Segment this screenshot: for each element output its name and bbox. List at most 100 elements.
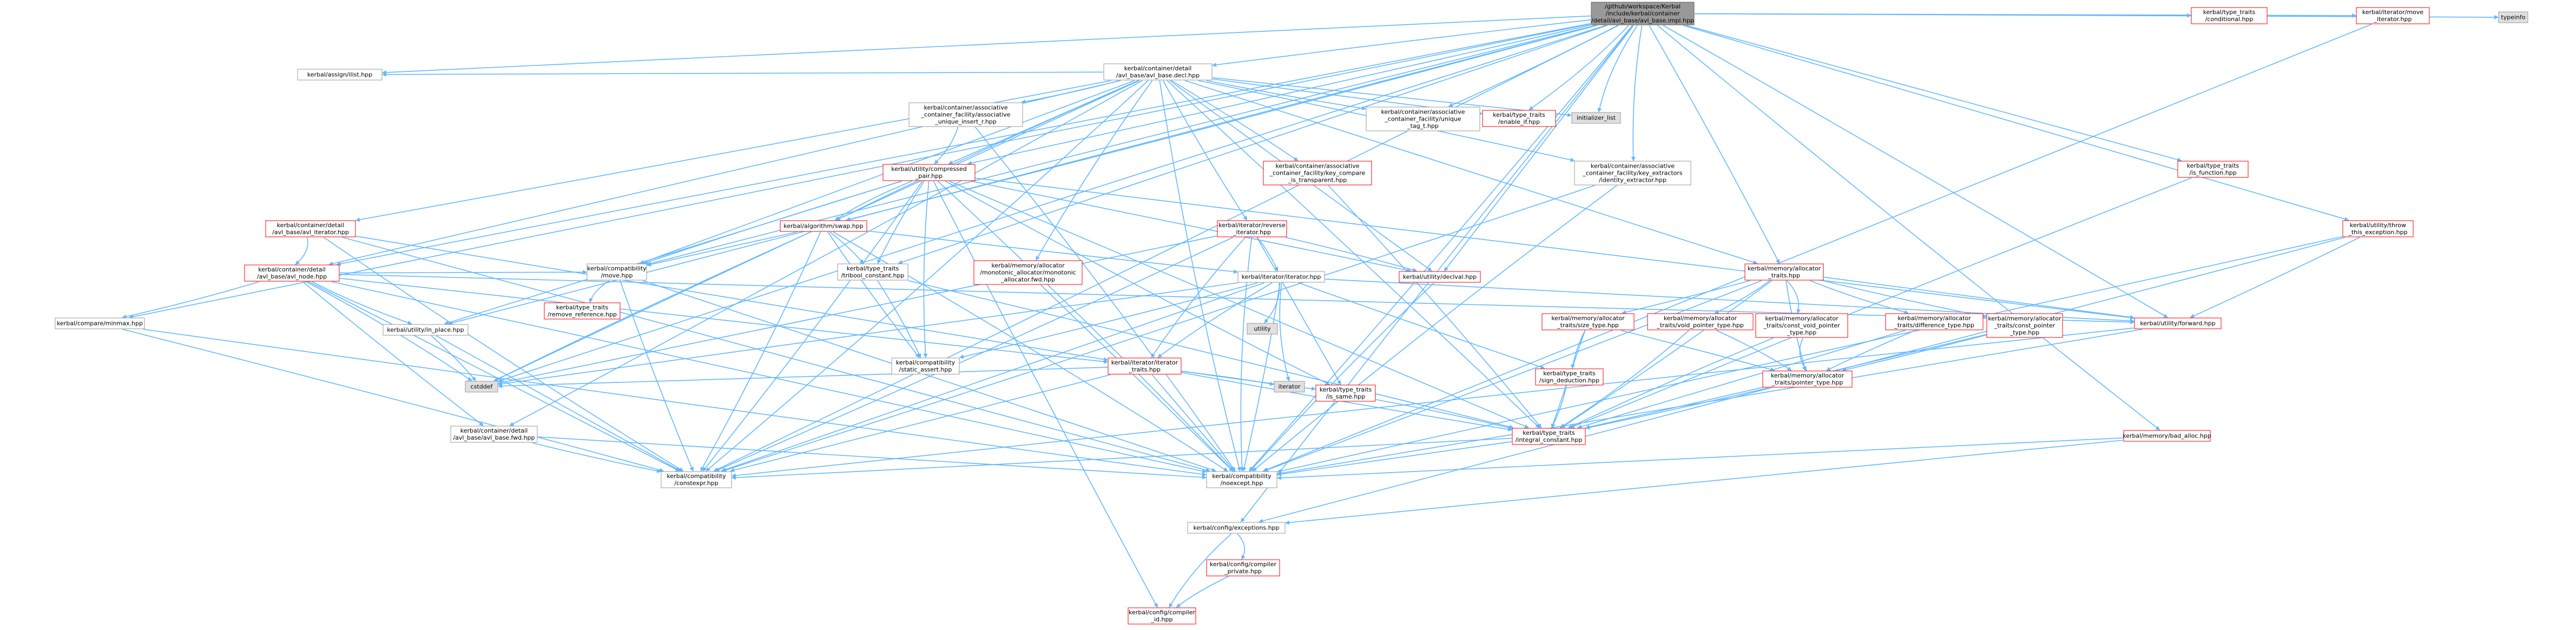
node-utility[interactable]: utility	[1247, 323, 1278, 335]
node-isfn[interactable]: kerbal/type_traits/is_function.hpp	[2177, 161, 2249, 178]
node-rev[interactable]: kerbal/iterator/reverse_iterator.hpp	[1217, 220, 1287, 237]
node-throw[interactable]: kerbal/utility/throw_this_exception.hpp	[2342, 220, 2414, 237]
node-szt[interactable]: kerbal/memory/allocator_traits/size_type…	[1541, 313, 1635, 330]
node-priv[interactable]: kerbal/config/compiler_private.hpp	[1206, 559, 1280, 576]
node-cpt[interactable]: kerbal/memory/allocator_traits/const_poi…	[1986, 313, 2063, 338]
node-label-line: /avl_base/avl_iterator.hpp	[272, 229, 349, 236]
edge-iterhpp-to-noex	[1242, 282, 1281, 472]
node-exc[interactable]: kerbal/config/exceptions.hpp	[1187, 522, 1286, 534]
edge-cmove-to-rmref	[589, 280, 610, 303]
node-anode[interactable]: kerbal/container/detail/avl_base/avl_nod…	[244, 264, 340, 282]
node-badalloc[interactable]: kerbal/memory/bad_alloc.hpp	[2123, 430, 2211, 442]
node-itraits[interactable]: kerbal/iterator/iterator_traits.hpp	[1108, 357, 1182, 375]
node-issame[interactable]: kerbal/type_traits/is_same.hpp	[1315, 384, 1376, 402]
node-sdeduct[interactable]: kerbal/type_traits/sign_deduction.hpp	[1535, 368, 1604, 386]
node-aiter[interactable]: kerbal/container/detail/avl_base/avl_ite…	[265, 220, 356, 237]
edge-iterhpp-to-cexpr	[721, 282, 1264, 472]
edge-aiter-to-anode	[295, 237, 308, 265]
node-box	[544, 302, 621, 320]
node-label-line: kerbal/compatibility	[667, 473, 726, 480]
node-box	[1206, 471, 1277, 488]
node-mono[interactable]: kerbal/memory/allocator/monotonic_alloca…	[973, 260, 1083, 285]
node-iterhpp[interactable]: kerbal/iterator/iterator.hpp	[1237, 271, 1325, 283]
node-fwd[interactable]: kerbal/utility/forward.hpp	[2134, 317, 2222, 329]
node-label-line: /enable_if.hpp	[1498, 118, 1540, 125]
edge-atraits-to-vpt	[1714, 280, 1770, 314]
node-idex[interactable]: kerbal/container/associative_container_f…	[1574, 161, 1691, 185]
edge-throw-to-fwd	[2190, 237, 2360, 318]
node-label-line: kerbal/container/detail	[258, 266, 326, 273]
node-label-line: kerbal/utility/compressed	[891, 165, 966, 173]
node-utag[interactable]: kerbal/container/associative_container_f…	[1366, 107, 1480, 131]
node-iterator[interactable]: iterator	[1274, 381, 1305, 393]
node-sassert[interactable]: kerbal/compatibility/static_assert.hpp	[891, 357, 960, 375]
node-cstddef[interactable]: cstddef	[465, 381, 498, 393]
node-label-line: _allocator.fwd.hpp	[1000, 276, 1055, 283]
node-swap[interactable]: kerbal/algorithm/swap.hpp	[780, 220, 867, 232]
edge-anode-to-abase	[302, 281, 484, 426]
node-label-line: _id.hpp	[1151, 616, 1173, 623]
node-uim[interactable]: kerbal/container/associative_container_f…	[908, 102, 1023, 127]
node-atraits[interactable]: kerbal/memory/allocator_traits.hpp	[1744, 263, 1824, 281]
node-cid[interactable]: kerbal/config/compiler_id.hpp	[1128, 607, 1196, 625]
node-ilist[interactable]: initializer_list	[1571, 112, 1621, 124]
node-label-line: kerbal/memory/allocator	[1898, 315, 1971, 322]
edge-idex-to-noex	[1252, 185, 1617, 472]
node-inplace[interactable]: kerbal/utility/in_place.hpp	[383, 324, 469, 336]
node-label-line: /sign_deduction.hpp	[1539, 377, 1599, 384]
node-cvpt[interactable]: kerbal/memory/allocator_traits/const_voi…	[1755, 313, 1848, 338]
node-moveit[interactable]: kerbal/iterator/move_iterator.hpp	[2356, 7, 2430, 24]
node-cexpr[interactable]: kerbal/compatibility/constexpr.hpp	[661, 471, 732, 488]
node-label-line: _traits/size_type.hpp	[1557, 322, 1619, 329]
node-ptrt[interactable]: kerbal/memory/allocator_traits/pointer_t…	[1762, 370, 1853, 388]
node-label-line: kerbal/compare/minmax.hpp	[57, 320, 143, 327]
node-root[interactable]: /github/workspace/Kerbal/include/kerbal/…	[1591, 2, 1695, 25]
node-label-line: kerbal/type_traits	[1320, 386, 1372, 393]
node-minmax[interactable]: kerbal/compare/minmax.hpp	[55, 317, 145, 329]
node-intc[interactable]: kerbal/type_traits/integral_constant.hpp	[1512, 428, 1586, 445]
node-enif[interactable]: kerbal/type_traits/enable_if.hpp	[1482, 110, 1556, 127]
node-istr[interactable]: kerbal/container/associative_container_f…	[1263, 161, 1372, 185]
node-label-line: kerbal/utility/throw	[2350, 222, 2406, 229]
edge-cvpt-to-intc	[1568, 337, 1774, 428]
node-abase[interactable]: kerbal/container/detail/avl_base/avl_bas…	[450, 426, 538, 443]
node-cpair[interactable]: kerbal/utility/compressed_pair.hpp	[882, 164, 976, 181]
edge-root-to-badalloc	[1657, 25, 2160, 430]
node-label-line: /is_function.hpp	[2189, 169, 2236, 176]
node-tbool[interactable]: kerbal/type_traits/tribool_constant.hpp	[837, 263, 908, 281]
node-label-line: /conditional.hpp	[2205, 16, 2254, 23]
node-noex[interactable]: kerbal/compatibility/noexcept.hpp	[1206, 471, 1277, 488]
node-cond[interactable]: kerbal/type_traits/conditional.hpp	[2191, 7, 2268, 24]
node-typeinfo[interactable]: typeinfo	[2498, 11, 2528, 23]
node-declval[interactable]: kerbal/utility/declval.hpp	[1399, 271, 1481, 283]
node-box	[908, 102, 1023, 127]
node-label-line: kerbal/iterator/iterator.hpp	[1242, 274, 1321, 281]
node-rmref[interactable]: kerbal/type_traits/remove_reference.hpp	[544, 302, 621, 320]
node-decl[interactable]: kerbal/container/detail/avl_base/avl_bas…	[1103, 63, 1213, 81]
node-assign[interactable]: kerbal/assign/ilist.hpp	[297, 69, 383, 81]
node-dft[interactable]: kerbal/memory/allocator_traits/differenc…	[1885, 313, 1984, 330]
node-box	[1647, 313, 1754, 330]
node-label-line: /identity_extractor.hpp	[1599, 177, 1666, 184]
edge-abase-to-cexpr	[532, 442, 661, 473]
edge-vpt-to-intc	[1559, 330, 1689, 428]
edge-issame-to-intc	[1375, 399, 1512, 430]
node-cmove[interactable]: kerbal/compatibility/move.hpp	[587, 263, 647, 281]
node-label-line: _iterator.hpp	[2374, 16, 2412, 23]
node-vpt[interactable]: kerbal/memory/allocator_traits/void_poin…	[1647, 313, 1754, 330]
node-box	[265, 220, 356, 237]
node-label-line: kerbal/memory/allocator	[1988, 315, 2061, 322]
node-label-line: kerbal/algorithm/swap.hpp	[783, 223, 863, 230]
node-label-line: utility	[1254, 326, 1271, 333]
node-label-line: kerbal/memory/allocator	[991, 262, 1065, 269]
node-box	[1103, 63, 1213, 81]
edge-decl-to-cexpr	[706, 80, 1149, 472]
node-label-line: kerbal/type_traits	[847, 265, 899, 272]
node-label-line: _type.hpp	[2010, 329, 2040, 336]
edge-swap-to-cstddef	[493, 231, 811, 381]
node-box	[2356, 7, 2430, 24]
edge-decl-to-mono	[1036, 80, 1153, 261]
edge-tbool-to-intc	[908, 280, 1514, 429]
node-label-line: kerbal/config/exceptions.hpp	[1193, 525, 1279, 532]
edge-itraits-to-cstddef	[498, 367, 1108, 388]
